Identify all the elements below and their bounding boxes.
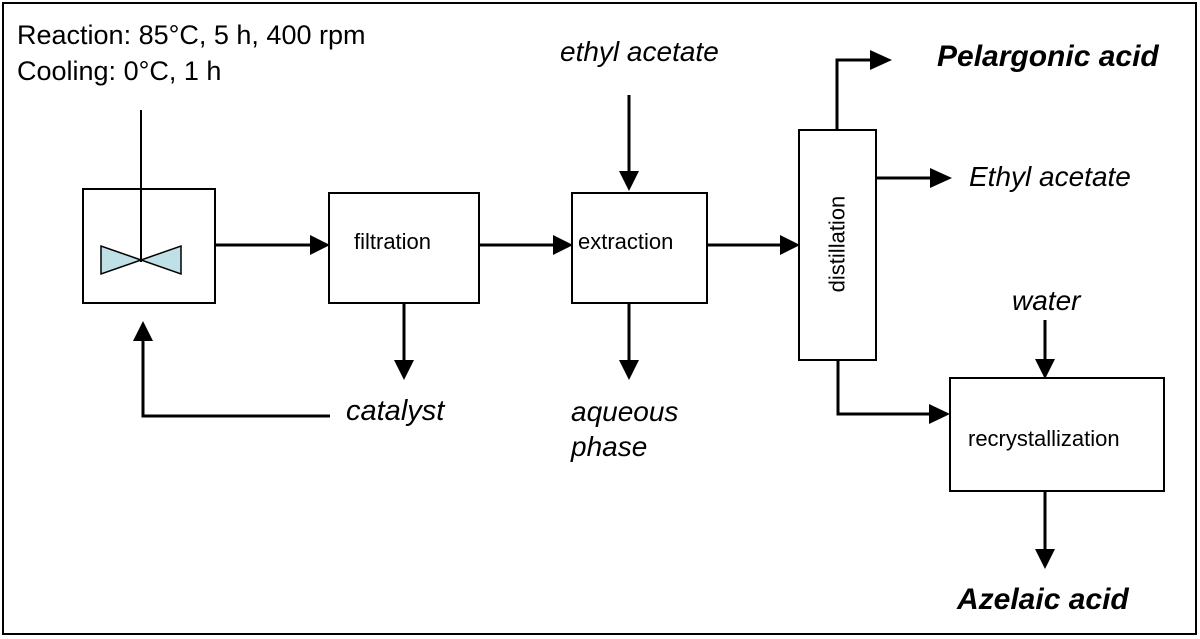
recrystallization-box bbox=[949, 377, 1165, 492]
extraction-box bbox=[571, 192, 708, 304]
recrystallization-label: recrystallization bbox=[968, 426, 1120, 451]
filtration-label: filtration bbox=[354, 229, 432, 254]
ethyl-acetate-in-label: ethyl acetate bbox=[560, 36, 719, 67]
arrowhead-ethyl-acetate-in bbox=[619, 171, 639, 191]
arrowhead-azelaic bbox=[1035, 549, 1055, 569]
aqueous-phase-label-line1: aqueous bbox=[571, 396, 679, 427]
reactor-box bbox=[82, 188, 216, 304]
water-label: water bbox=[1012, 285, 1081, 316]
arrowhead-catalyst bbox=[394, 360, 414, 380]
arrowhead-filtration-in bbox=[310, 235, 330, 255]
flow-distillation-top bbox=[835, 58, 873, 130]
distillation-label: distillation bbox=[824, 195, 850, 293]
reaction-conditions: Reaction: 85°C, 5 h, 400 rpm bbox=[17, 20, 366, 50]
aqueous-phase-label-line2: phase bbox=[571, 431, 648, 462]
arrowhead-distillation-in bbox=[780, 235, 800, 255]
cooling-conditions: Cooling: 0°C, 1 h bbox=[17, 56, 222, 86]
stirrer-blade-right bbox=[138, 244, 182, 276]
azelaic-acid-label: Azelaic acid bbox=[957, 583, 1129, 616]
stirrer-blade-left bbox=[100, 244, 144, 276]
pelargonic-acid-label: Pelargonic acid bbox=[937, 40, 1159, 73]
extraction-label: extraction bbox=[578, 229, 674, 254]
arrowhead-aqueous bbox=[619, 360, 639, 380]
flow-distillation-bottom bbox=[836, 360, 932, 416]
ethyl-acetate-out-label: Ethyl acetate bbox=[969, 161, 1131, 192]
flow-catalyst-recycle bbox=[141, 338, 330, 418]
arrowhead-pelargonic bbox=[870, 50, 892, 70]
catalyst-label: catalyst bbox=[346, 395, 445, 427]
arrowhead-catalyst-recycle bbox=[133, 321, 153, 341]
arrowhead-water bbox=[1035, 359, 1055, 379]
arrowhead-ethyl-acetate-out bbox=[930, 168, 952, 188]
arrowhead-recrystallization-in bbox=[929, 404, 950, 424]
arrowhead-extraction-in bbox=[553, 235, 573, 255]
